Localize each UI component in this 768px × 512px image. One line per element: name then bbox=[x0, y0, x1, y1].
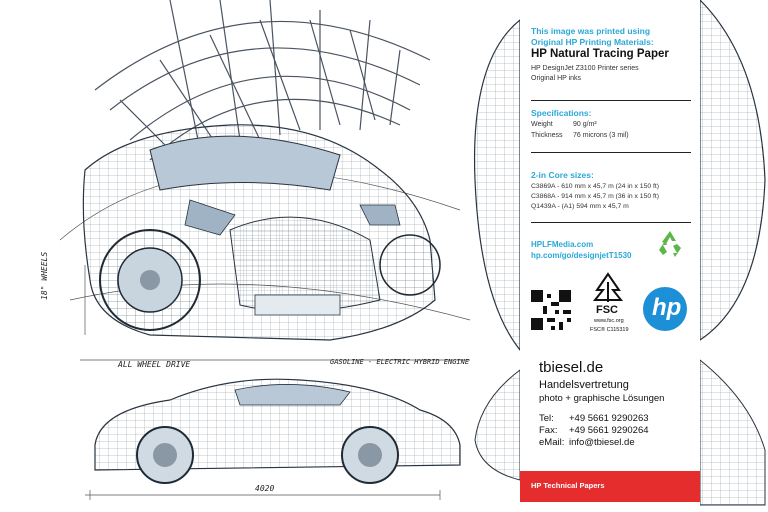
hp-logo-text: hp bbox=[652, 294, 682, 321]
divider bbox=[531, 152, 691, 153]
printer-line: HP DesignJet Z3100 Printer series bbox=[531, 65, 639, 72]
dealer-line-1: Handelsvertretung bbox=[539, 379, 629, 391]
spec-row-weight: Weight 90 g/m² bbox=[531, 121, 597, 128]
core-sizes-heading: 2-in Core sizes: bbox=[531, 170, 594, 180]
core-size-item: Q1439A - (A1) 594 mm x 45,7 m bbox=[531, 203, 629, 210]
sketch-label-awd: ALL WHEEL DRIVE bbox=[118, 360, 191, 369]
qr-code-icon bbox=[531, 290, 571, 330]
footer-label: HP Technical Papers bbox=[531, 481, 605, 490]
fsc-label: FSC bbox=[596, 304, 618, 316]
core-size-item: C3869A - 610 mm x 45,7 m (24 in x 150 ft… bbox=[531, 183, 660, 190]
fsc-site: www.fsc.org bbox=[594, 318, 624, 324]
link-hplfmedia[interactable]: HPLFMedia.com bbox=[531, 240, 594, 249]
core-size-item: C3868A - 914 mm x 45,7 m (36 in x 150 ft… bbox=[531, 193, 660, 200]
contact-value[interactable]: info@tbiesel.de bbox=[569, 437, 635, 448]
fsc-code: FSC® C115319 bbox=[590, 327, 629, 333]
hp-logo: hp bbox=[643, 287, 687, 331]
contact-email: eMail: info@tbiesel.de bbox=[539, 437, 635, 448]
divider bbox=[531, 100, 691, 101]
spec-row-thickness: Thickness 76 microns (3 mil) bbox=[531, 132, 629, 139]
contact-fax: Fax: +49 5661 9290264 bbox=[539, 425, 649, 436]
sketch-label-wheels: 18" WHEELS bbox=[40, 251, 49, 300]
spec-value: 90 g/m² bbox=[573, 121, 597, 128]
contact-label: Tel: bbox=[539, 413, 554, 424]
spec-label: Thickness bbox=[531, 132, 563, 139]
inks-line: Original HP inks bbox=[531, 74, 582, 82]
header-line-2: Original HP Printing Materials: bbox=[531, 37, 654, 47]
spec-label: Weight bbox=[531, 121, 553, 128]
contact-value[interactable]: +49 5661 9290264 bbox=[569, 425, 649, 436]
specifications-heading: Specifications: bbox=[531, 108, 592, 118]
dealer-line-2: photo + graphische Lösungen bbox=[539, 393, 665, 404]
product-title: HP Natural Tracing Paper bbox=[531, 48, 669, 60]
product-details: HP DesignJet Z3100 Printer series Origin… bbox=[531, 64, 701, 83]
front-car-drawing bbox=[82, 124, 441, 341]
divider bbox=[531, 222, 691, 223]
right-car-partial bbox=[473, 0, 766, 506]
header-line-1: This image was printed using bbox=[531, 26, 651, 36]
contact-tel: Tel: +49 5661 9290263 bbox=[539, 413, 649, 424]
link-designjet[interactable]: hp.com/go/designjetT1530 bbox=[531, 251, 632, 260]
sketch-label-engine: GASOLINE - ELECTRIC HYBRID ENGINE bbox=[330, 358, 470, 366]
contact-label: Fax: bbox=[539, 425, 558, 436]
info-panel bbox=[520, 0, 700, 512]
footer-bar: HP Technical Papers bbox=[520, 471, 700, 502]
recycle-icon bbox=[659, 231, 681, 257]
fsc-tree-icon bbox=[592, 272, 624, 302]
header-intro: This image was printed using Original HP… bbox=[531, 26, 701, 48]
dealer-name: tbiesel.de bbox=[539, 359, 604, 376]
contact-label: eMail: bbox=[539, 437, 565, 448]
side-car-drawing bbox=[94, 378, 461, 484]
sketch-label-length: 4020 bbox=[255, 484, 275, 493]
contact-value[interactable]: +49 5661 9290263 bbox=[569, 413, 649, 424]
spec-value: 76 microns (3 mil) bbox=[573, 132, 629, 139]
